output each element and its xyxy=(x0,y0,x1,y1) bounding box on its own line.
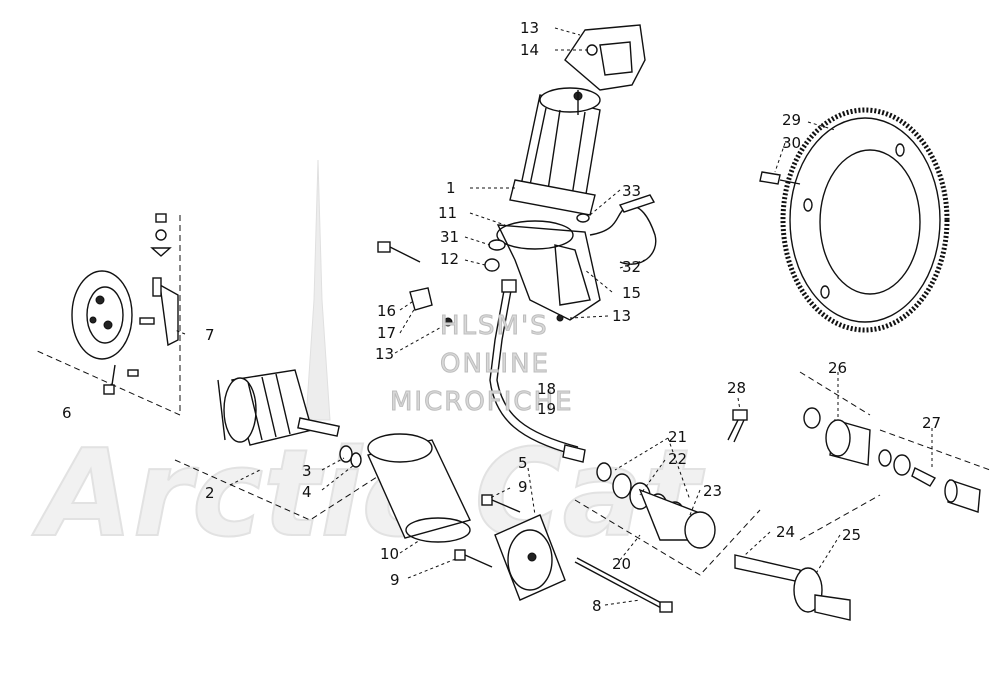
callout-9a: 9 xyxy=(518,478,528,496)
callout-25: 25 xyxy=(842,526,861,544)
washer-3 xyxy=(339,445,353,463)
callout-8: 8 xyxy=(592,597,602,615)
callout-13b: 13 xyxy=(612,307,631,325)
hlsm-watermark: HLSM'S ONLINE MICROFICHE xyxy=(390,311,574,418)
washer-12 xyxy=(484,258,500,272)
brush-plate xyxy=(71,270,179,360)
ring-gear-bolt-30 xyxy=(759,171,801,185)
callout-21: 21 xyxy=(668,428,687,446)
callout-28: 28 xyxy=(727,379,746,397)
drive-shaft xyxy=(734,554,851,621)
callout-27: 27 xyxy=(922,414,941,432)
callout-6: 6 xyxy=(62,404,72,422)
callout-14: 14 xyxy=(520,41,539,59)
watermark-line2: ONLINE xyxy=(440,349,550,379)
callout-12: 12 xyxy=(440,250,459,268)
end-cover xyxy=(494,514,566,601)
drive-assembly xyxy=(596,462,716,549)
callout-15: 15 xyxy=(622,284,641,302)
watermark-line3: MICROFICHE xyxy=(390,387,574,417)
callout-3: 3 xyxy=(302,462,312,480)
callout-29: 29 xyxy=(782,111,801,129)
bolt-28 xyxy=(727,409,748,443)
wire-terminal xyxy=(618,194,656,213)
callout-13a: 13 xyxy=(520,19,539,37)
callout-10: 10 xyxy=(380,545,399,563)
callout-7: 7 xyxy=(205,326,215,344)
starter-motor xyxy=(509,87,601,216)
mounting-bracket xyxy=(564,24,646,115)
armature xyxy=(217,369,340,446)
callout-1: 1 xyxy=(446,179,456,197)
callout-17: 17 xyxy=(377,324,396,342)
cable-18-19 xyxy=(489,279,586,463)
callout-33: 33 xyxy=(622,182,641,200)
callout-31: 31 xyxy=(440,228,459,246)
callout-32: 32 xyxy=(622,258,641,276)
background-watermark: Arctic Cat xyxy=(31,159,707,565)
pinion-gear xyxy=(803,407,981,513)
nut-33 xyxy=(576,213,590,223)
group-frame-25 xyxy=(799,494,881,541)
washer-4 xyxy=(350,452,362,468)
bolt-clamp xyxy=(377,241,453,327)
callout-19: 19 xyxy=(537,400,556,418)
callout-2: 2 xyxy=(205,484,215,502)
callout-26: 26 xyxy=(828,359,847,377)
group-frame-26 xyxy=(799,371,871,416)
callout-23: 23 xyxy=(703,482,722,500)
callout-24: 24 xyxy=(776,523,795,541)
ring-gear xyxy=(780,107,950,333)
callout-20: 20 xyxy=(612,555,631,573)
callout-labels: 1 2 3 4 5 6 7 8 9 9 10 11 12 13 13 13 14… xyxy=(62,19,941,615)
watermark-spire-icon xyxy=(305,159,331,421)
callout-13c: 13 xyxy=(375,345,394,363)
callout-22: 22 xyxy=(668,450,687,468)
long-bolt-8 xyxy=(574,557,673,613)
callout-30: 30 xyxy=(782,134,801,152)
group-frame-2 xyxy=(174,459,381,521)
bolt-9-upper xyxy=(481,494,521,513)
starter-housing xyxy=(496,220,601,322)
callout-5: 5 xyxy=(518,454,528,472)
yoke-tube xyxy=(367,433,471,543)
callout-16: 16 xyxy=(377,302,396,320)
watermark-line1: HLSM'S xyxy=(440,311,549,341)
nut-31 xyxy=(488,239,506,251)
callout-18: 18 xyxy=(537,380,556,398)
small-hardware-stack xyxy=(150,213,172,257)
callout-4: 4 xyxy=(302,483,312,501)
brush-lead xyxy=(103,364,139,395)
bolt-9-lower xyxy=(454,549,493,568)
starter-wire xyxy=(589,205,657,265)
group-frame-6 xyxy=(34,215,181,416)
callout-9b: 9 xyxy=(390,571,400,589)
group-frame-20 xyxy=(574,499,761,576)
callout-11: 11 xyxy=(438,204,457,222)
leader-lines xyxy=(174,27,933,606)
